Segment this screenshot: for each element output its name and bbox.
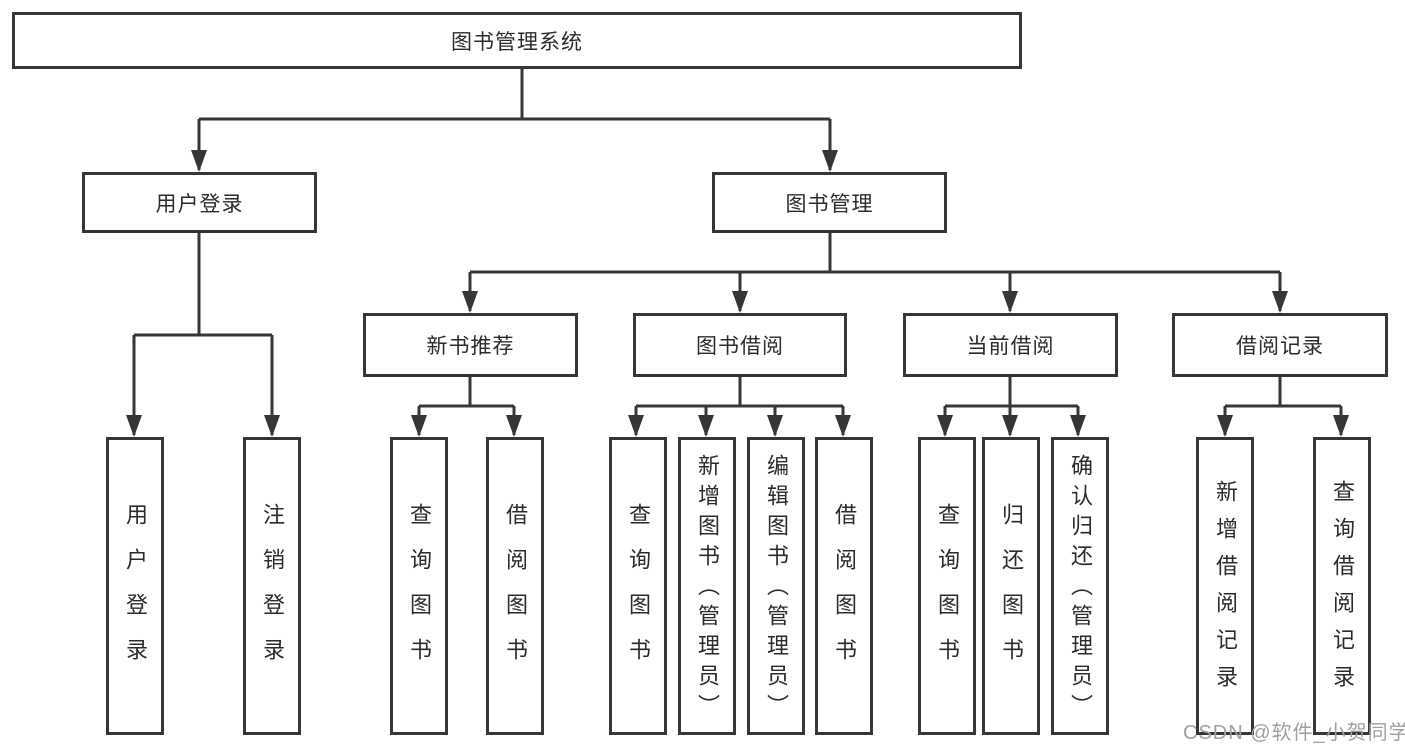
leaf-query-book-current: 查询图书	[918, 437, 976, 735]
node-book-management: 图书管理	[712, 172, 947, 233]
leaf-user-login: 用户登录	[106, 437, 164, 735]
node-new-book-recommend: 新书推荐	[363, 313, 578, 377]
leaf-logout: 注销登录	[243, 437, 301, 735]
node-root: 图书管理系统	[12, 12, 1022, 69]
leaf-add-book-admin: 新增图书（管理员）	[678, 437, 736, 735]
leaf-edit-book-admin: 编辑图书（管理员）	[747, 437, 805, 735]
leaf-query-book-recommend: 查询图书	[390, 437, 448, 735]
node-book-borrow: 图书借阅	[633, 313, 847, 377]
node-current-borrow: 当前借阅	[903, 313, 1118, 377]
node-user-login: 用户登录	[82, 172, 317, 233]
leaf-query-borrow-record: 查询借阅记录	[1313, 437, 1371, 735]
leaf-borrow-book: 借阅图书	[815, 437, 873, 735]
node-borrow-records: 借阅记录	[1172, 313, 1388, 377]
leaf-query-book-borrow: 查询图书	[609, 437, 667, 735]
csdn-watermark: CSDN @软件_小贺同学	[1183, 722, 1405, 744]
leaf-borrow-book-recommend: 借阅图书	[486, 437, 544, 735]
leaf-confirm-return-admin: 确认归还（管理员）	[1051, 437, 1109, 735]
leaf-return-book: 归还图书	[982, 437, 1040, 735]
leaf-add-borrow-record: 新增借阅记录	[1196, 437, 1254, 735]
